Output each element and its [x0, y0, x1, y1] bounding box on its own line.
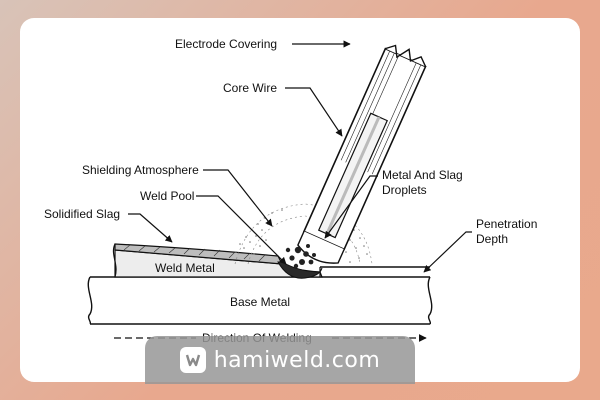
label-base-metal: Base Metal — [230, 295, 291, 309]
metal-slag-droplets — [285, 244, 316, 269]
label-penetration-1: Penetration — [476, 217, 538, 231]
leader-penetration — [423, 231, 472, 273]
welding-diagram — [87, 40, 472, 342]
label-solidified-slag: Solidified Slag — [44, 207, 121, 221]
label-penetration-2: Depth — [476, 232, 509, 246]
leader-shielding — [203, 169, 273, 227]
leader-core-wire — [285, 87, 343, 137]
label-electrode-covering: Electrode Covering — [175, 37, 278, 51]
label-core-wire: Core Wire — [223, 81, 278, 95]
weld-pool — [277, 261, 323, 279]
label-weld-metal: Weld Metal — [155, 261, 215, 275]
label-metal-slag-1: Metal And Slag — [382, 168, 463, 182]
leader-metal-slag — [324, 175, 378, 239]
label-metal-slag-2: Droplets — [382, 183, 427, 197]
label-weld-pool: Weld Pool — [140, 189, 195, 203]
diagram-card: Electrode Covering Core Wire Metal And S… — [20, 18, 580, 382]
watermark-site: hamiweld.com — [213, 347, 381, 373]
hamiweld-logo-icon — [179, 347, 206, 373]
watermark-banner: hamiweld.com — [145, 336, 415, 384]
leader-solidified-slag — [128, 213, 173, 243]
electrode — [297, 44, 427, 264]
label-shielding-atmosphere: Shielding Atmosphere — [82, 163, 199, 177]
leader-weld-pool — [196, 195, 287, 265]
